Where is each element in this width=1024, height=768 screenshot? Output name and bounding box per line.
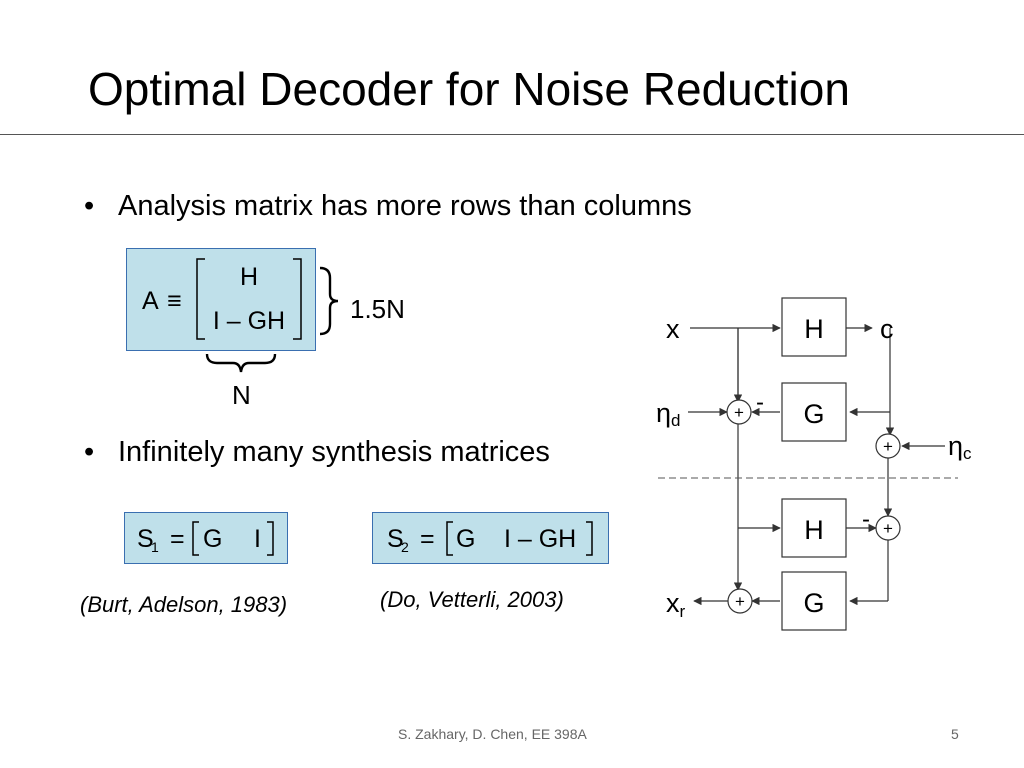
s2-lhs: S	[387, 525, 404, 553]
bullet-text: Infinitely many synthesis matrices	[118, 436, 550, 468]
s1-subscript: 1	[151, 539, 159, 555]
footer-authors: S. Zakhary, D. Chen, EE 398A	[398, 726, 587, 742]
bullet-synthesis: • Infinitely many synthesis matrices	[84, 436, 550, 468]
citation-burt-adelson: (Burt, Adelson, 1983)	[80, 592, 288, 617]
input-label: x	[666, 314, 680, 344]
bullet-analysis: • Analysis matrix has more rows than col…	[84, 190, 692, 222]
matrix-relation: ≡	[167, 287, 182, 315]
title-divider	[0, 134, 1024, 135]
left-bracket	[196, 258, 205, 340]
s1-entry-i: I	[254, 525, 261, 553]
bullet-text: Analysis matrix has more rows than colum…	[118, 190, 692, 222]
right-brace-icon	[319, 266, 339, 336]
rows-label: 1.5N	[350, 294, 405, 324]
s2-entry-g: G	[456, 525, 475, 553]
minus-sign-top: -	[756, 389, 764, 416]
svg-text:H: H	[804, 314, 824, 344]
svg-text:+: +	[883, 437, 893, 456]
minus-sign-bottom: -	[862, 506, 870, 533]
synthesis-matrix-s1-box: S 1 = G I	[124, 512, 288, 564]
bullet-marker: •	[84, 190, 95, 222]
matrix-row-h: H	[240, 263, 258, 291]
right-bracket	[293, 258, 302, 340]
s1-entry-g: G	[203, 525, 222, 553]
matrix-row-i-gh: I – GH	[213, 307, 285, 335]
s2-relation: =	[420, 525, 435, 553]
cols-label: N	[232, 380, 251, 410]
adder-output: +	[727, 588, 753, 614]
slide-title: Optimal Decoder for Noise Reduction	[88, 63, 850, 115]
adder-lower: +	[875, 515, 901, 541]
citation-do-vetterli: (Do, Vetterli, 2003)	[380, 587, 564, 612]
analysis-matrix-equation: A ≡ H I – GH	[142, 258, 302, 340]
s2-entry-i-gh: I – GH	[504, 525, 576, 553]
bullet-marker: •	[84, 436, 95, 468]
adder-d: +	[726, 399, 752, 425]
bottom-brace-icon	[205, 353, 277, 373]
block-h-top: H	[781, 297, 847, 357]
svg-text:+: +	[734, 403, 744, 422]
svg-text:G: G	[803, 399, 824, 429]
block-g-top: G	[781, 382, 847, 442]
adder-c: +	[875, 433, 901, 459]
block-g-bottom: G	[781, 571, 847, 631]
block-diagram: H G H G + + + + - - x c ηd ηc xr	[656, 297, 972, 631]
matrix-lhs: A	[142, 287, 159, 315]
synthesis-matrix-s2-box: S 2 = G I – GH	[372, 512, 609, 564]
noise-c-label: ηc	[948, 431, 972, 463]
s1-lhs: S	[137, 525, 154, 553]
svg-text:+: +	[883, 519, 893, 538]
svg-text:+: +	[735, 592, 745, 611]
s2-equation: S 2 = G I – GH	[387, 521, 593, 556]
analysis-matrix-box: A ≡ H I – GH	[126, 248, 316, 351]
s1-relation: =	[170, 525, 185, 553]
page-number: 5	[951, 726, 959, 742]
noise-d-label: ηd	[656, 398, 681, 430]
block-h-bottom: H	[781, 498, 847, 558]
s2-subscript: 2	[401, 539, 409, 555]
svg-text:G: G	[803, 588, 824, 618]
coeff-label: c	[880, 314, 894, 344]
svg-text:H: H	[804, 515, 824, 545]
s1-equation: S 1 = G I	[137, 521, 274, 556]
output-label: xr	[666, 588, 686, 621]
